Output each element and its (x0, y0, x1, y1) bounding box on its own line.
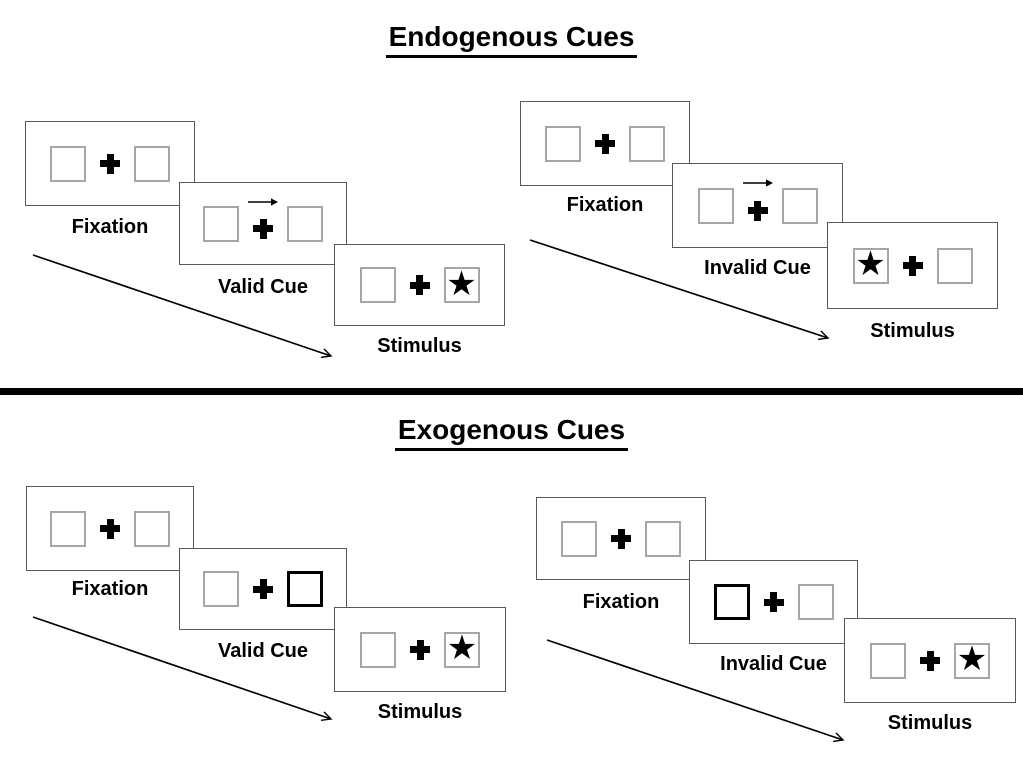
right-placeholder-box (629, 125, 665, 162)
stimulus-panel: ★ (334, 244, 505, 326)
right-placeholder-box (781, 187, 818, 224)
right-placeholder-box (134, 510, 170, 547)
stimulus-panel: ★ (334, 607, 506, 692)
stimulus-label: Stimulus (377, 701, 463, 723)
fixation-panel (25, 121, 195, 206)
left-placeholder-box (360, 631, 396, 668)
left-placeholder-box (561, 520, 597, 557)
left-placeholder-box (203, 571, 239, 607)
fixation-cross-icon (253, 579, 273, 599)
section-title-endogenous-text: Endogenous Cues (385, 21, 638, 59)
target-star-icon: ★ (446, 629, 478, 667)
right-target-box: ★ (444, 629, 480, 668)
fixation-label: Fixation (71, 578, 149, 600)
right-placeholder-box (936, 247, 973, 284)
cue-label: Invalid Cue (704, 257, 811, 279)
left-placeholder-box (50, 510, 86, 547)
right-target-box: ★ (443, 264, 480, 303)
fixation-panel (26, 486, 194, 571)
cue-label: Invalid Cue (720, 653, 827, 675)
fixation-cross-icon (595, 133, 615, 154)
timeline-arrow (529, 239, 837, 347)
cue-panel (179, 182, 347, 265)
stimulus-panel: ★ (827, 222, 998, 309)
fixation-cross-icon (611, 528, 631, 549)
stimulus-label: Stimulus (377, 335, 462, 357)
left-placeholder-box (359, 267, 396, 303)
fixation-cross-icon (763, 592, 784, 612)
fixation-cross-icon (747, 200, 768, 221)
stimulus-panel: ★ (844, 618, 1016, 703)
target-star-icon: ★ (446, 264, 477, 303)
section-title-endogenous: Endogenous Cues (0, 21, 1023, 59)
timeline-arrow (32, 616, 340, 728)
left-target-box: ★ (852, 245, 889, 284)
right-placeholder-box (287, 205, 323, 242)
section-title-exogenous-text: Exogenous Cues (394, 414, 629, 452)
left-highlighted-cue-box (713, 584, 750, 620)
left-placeholder-box (50, 145, 86, 182)
right-placeholder-box (797, 584, 834, 620)
fixation-cross-icon (253, 218, 273, 239)
left-placeholder-box (870, 642, 906, 679)
section-title-exogenous: Exogenous Cues (0, 414, 1023, 452)
fixation-label: Fixation (71, 216, 149, 238)
fixation-cross-icon (100, 518, 120, 539)
target-star-icon: ★ (956, 640, 988, 678)
right-placeholder-box (645, 520, 681, 557)
timeline-arrow (32, 254, 340, 365)
left-placeholder-box (697, 187, 734, 224)
cue-arrow-icon (742, 179, 773, 187)
fixation-cross-icon (410, 639, 430, 660)
stimulus-label: Stimulus (870, 320, 955, 342)
timeline-arrow (546, 639, 852, 749)
fixation-label: Fixation (566, 194, 644, 216)
section-divider (0, 388, 1023, 395)
fixation-label: Fixation (582, 591, 660, 613)
fixation-panel (520, 101, 690, 186)
cue-label: Valid Cue (217, 640, 309, 662)
cue-arrow-icon (248, 198, 278, 206)
target-star-icon: ★ (855, 245, 886, 283)
cue-panel (179, 548, 347, 630)
fixation-cross-icon (100, 153, 120, 174)
cue-label: Valid Cue (217, 276, 309, 298)
fixation-panel (536, 497, 706, 580)
right-placeholder-box (134, 145, 170, 182)
cue-panel (689, 560, 858, 644)
right-target-box: ★ (954, 640, 990, 679)
fixation-cross-icon (409, 275, 430, 295)
fixation-cross-icon (920, 650, 940, 671)
fixation-cross-icon (902, 255, 923, 276)
right-highlighted-cue-box (287, 571, 323, 607)
left-placeholder-box (203, 205, 239, 242)
cue-panel (672, 163, 843, 248)
left-placeholder-box (545, 125, 581, 162)
stimulus-label: Stimulus (887, 712, 973, 734)
